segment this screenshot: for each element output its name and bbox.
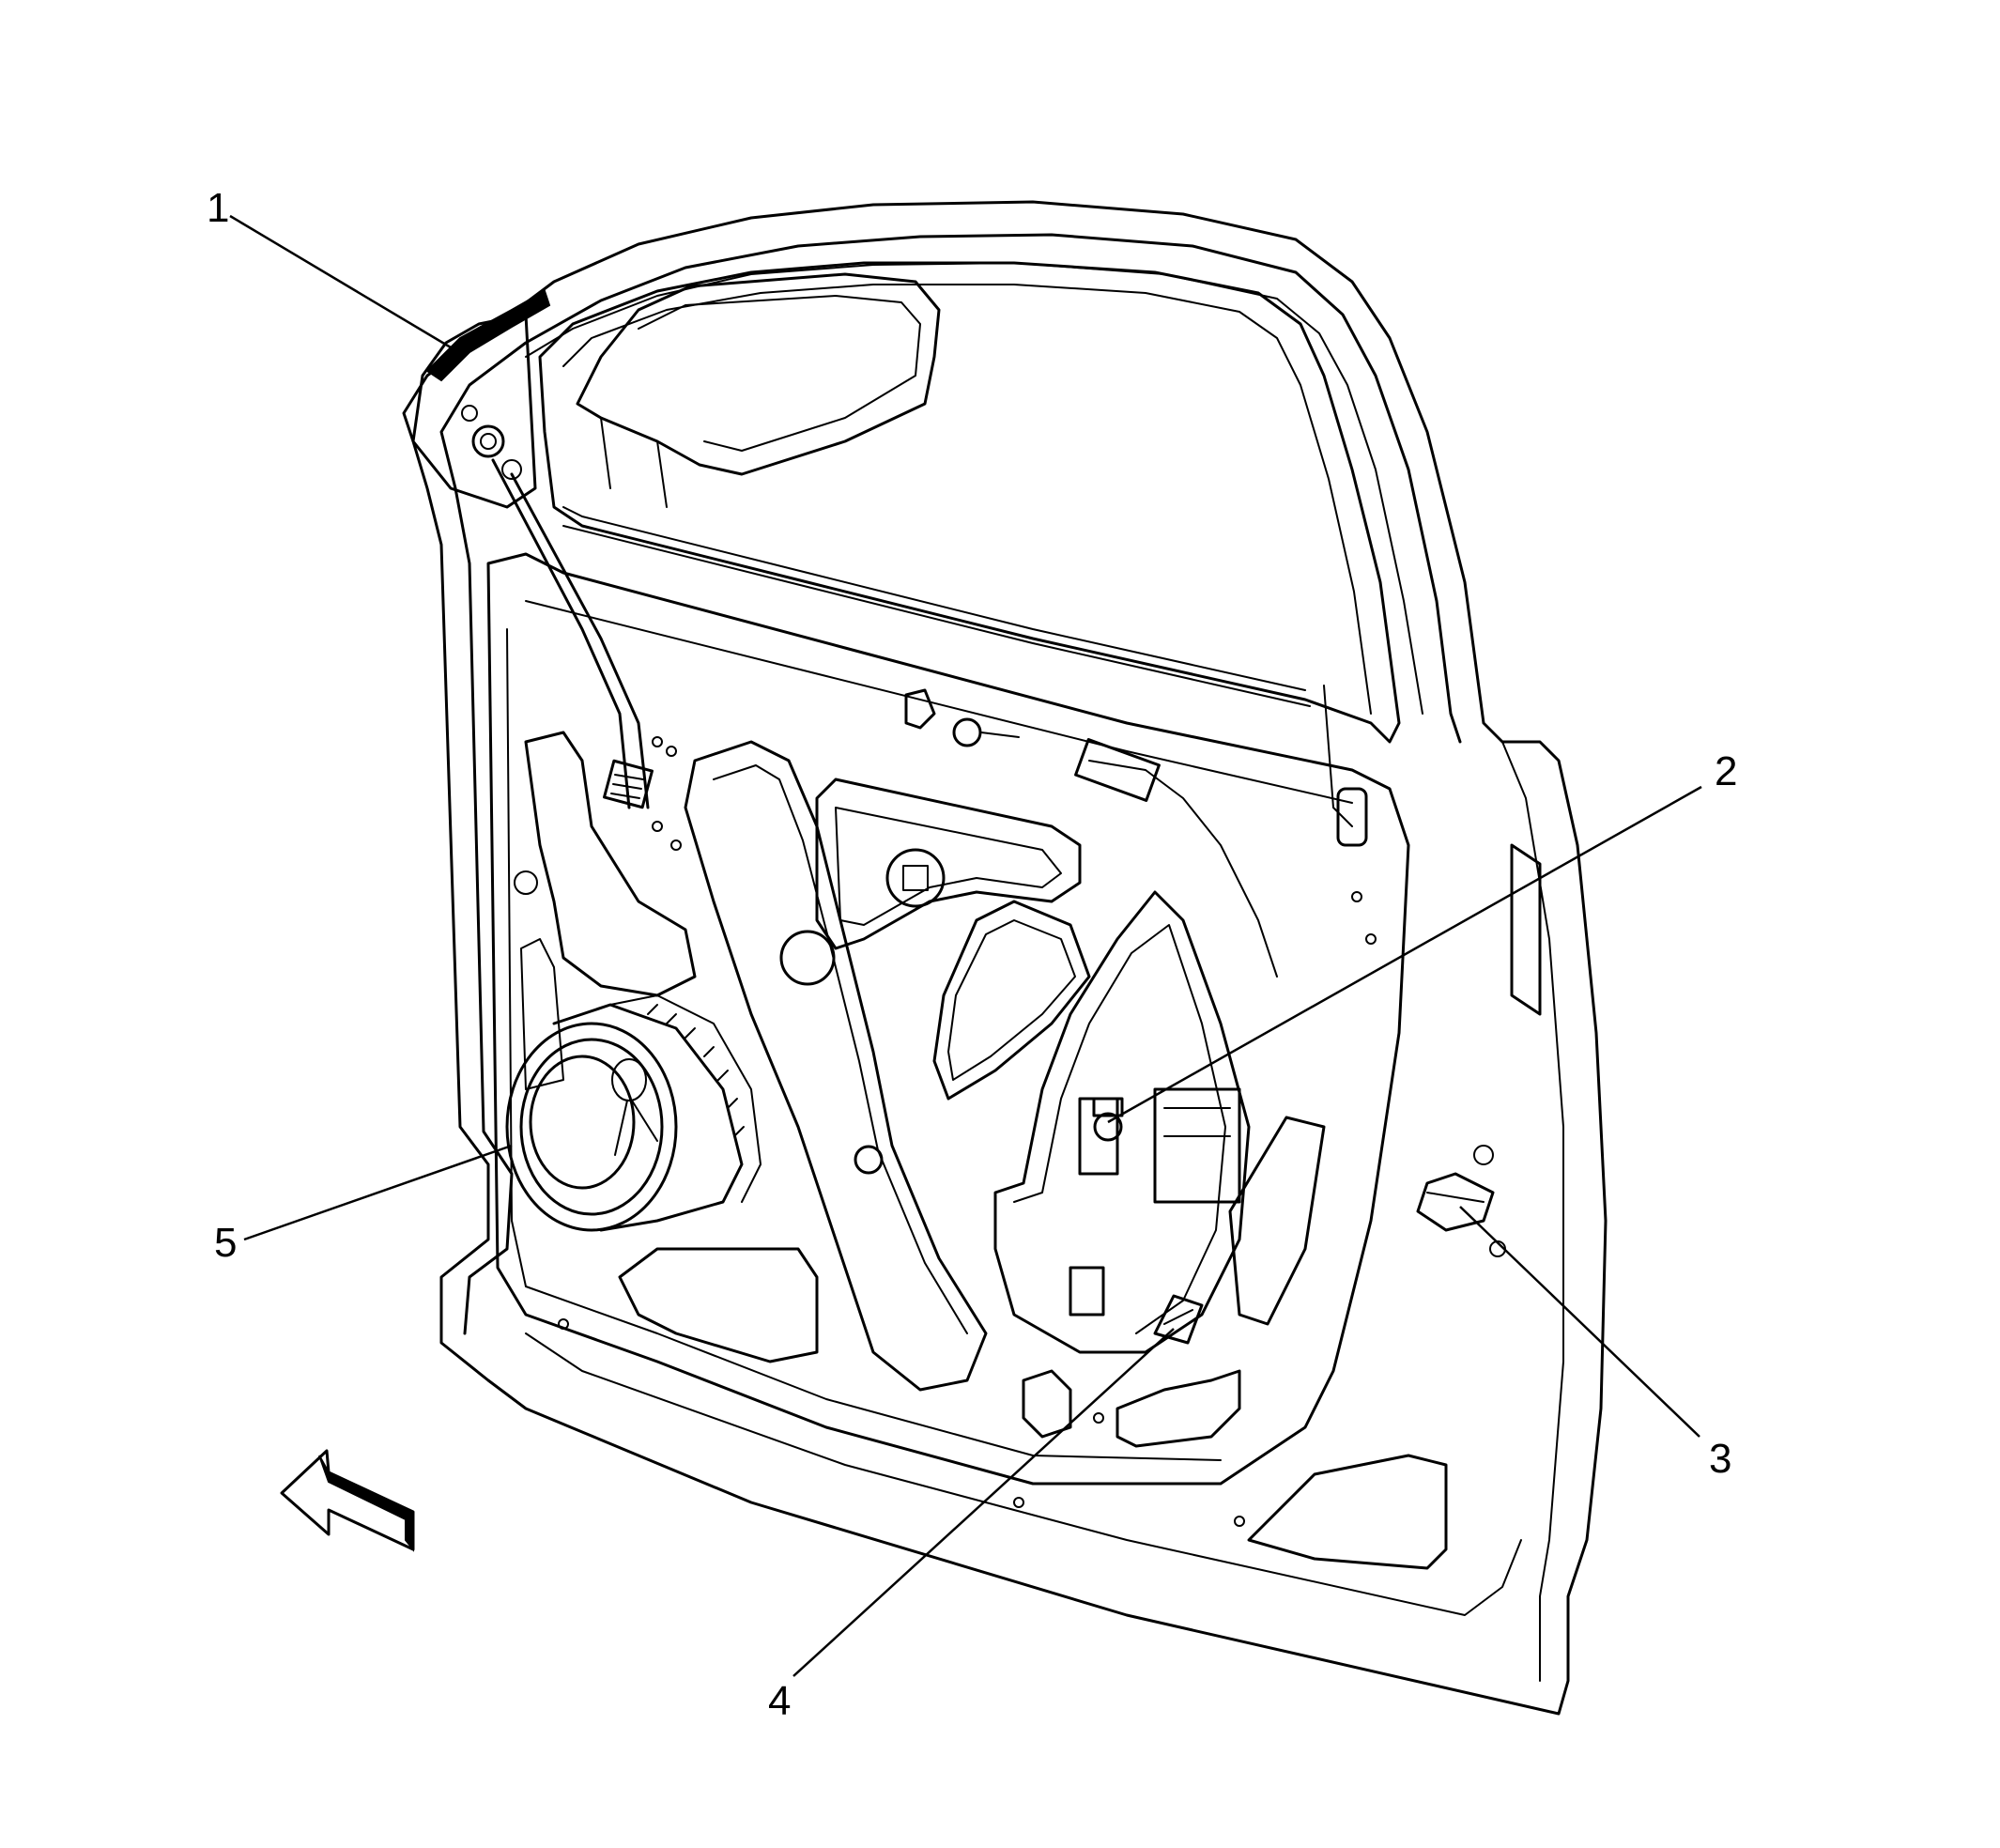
callout-5: 5 (214, 1220, 238, 1266)
latch-cutout (993, 890, 1251, 1354)
door-outer-frame (402, 200, 1608, 1716)
callout-2: 2 (1715, 748, 1738, 794)
callout-1: 1 (207, 185, 230, 231)
inner-door-panel (486, 552, 1410, 1486)
latch-connector (1092, 1097, 1124, 1142)
rod-connector (1153, 1294, 1204, 1345)
lower-cutouts (618, 1116, 1448, 1570)
callout-4: 4 (768, 1678, 792, 1724)
speaker (505, 994, 762, 1232)
regulator-rail (684, 740, 988, 1392)
panel-holes (514, 736, 1377, 1527)
leader-lines (229, 214, 1702, 1677)
wiring-harness (904, 685, 1368, 978)
mirror-mount (411, 289, 551, 509)
upper-access-opening (815, 778, 1082, 950)
left-panel-cutout (520, 731, 697, 1090)
side-mirror (576, 272, 941, 508)
triangle-opening (932, 900, 1091, 1101)
regulator-arm (491, 458, 654, 809)
callout-3: 3 (1709, 1436, 1732, 1482)
hinge-side (1416, 843, 1542, 1257)
window-opening (538, 261, 1401, 744)
front-direction-arrow-icon (280, 1449, 415, 1552)
